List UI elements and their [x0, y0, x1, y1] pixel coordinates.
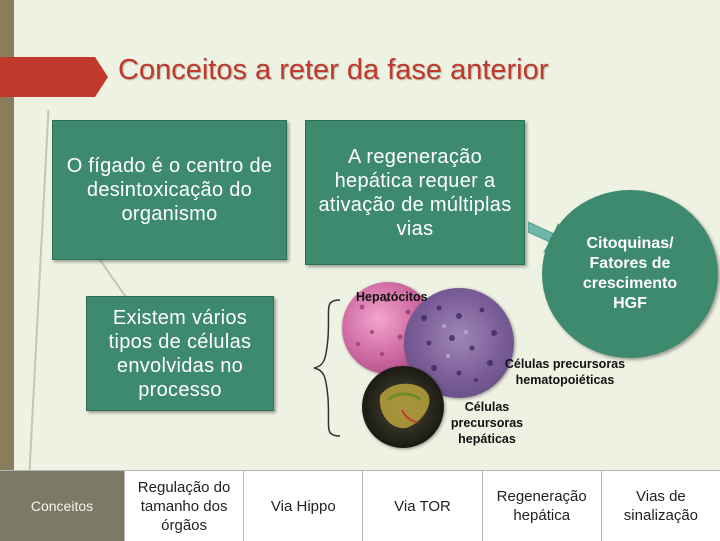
title-arrow-shape	[0, 57, 108, 97]
tab-label: Vias de sinalização	[623, 488, 699, 524]
left-decorative-band	[0, 0, 14, 470]
bottom-navigation: Conceitos Regulação do tamanho dos órgão…	[0, 470, 720, 541]
tab-regeneracao[interactable]: Regeneração hepática	[483, 471, 602, 541]
label-hepatocytes: Hepatócitos	[356, 290, 428, 304]
tab-label: Via Hippo	[270, 497, 336, 515]
tab-label: Via TOR	[394, 497, 451, 515]
label-hepatic-precursors: Células precursoras hepáticas	[450, 400, 524, 446]
label-hematopoietic: Células precursoras hematopoiéticas	[504, 357, 626, 387]
cytokines-circle: Citoquinas/ Fatores de crescimento HGF	[542, 190, 718, 358]
tab-via-hippo[interactable]: Via Hippo	[244, 471, 364, 541]
tab-label: Regeneração hepática	[496, 488, 587, 524]
box-cell-types-text: Existem vários tipos de células envolvid…	[108, 306, 252, 401]
tab-label: Regulação do tamanho dos órgãos	[137, 478, 231, 534]
tab-via-tor[interactable]: Via TOR	[363, 471, 483, 541]
liver-progenitor-image	[362, 366, 444, 448]
decorative-line	[28, 110, 50, 470]
tab-vias-sinalizacao[interactable]: Vias de sinalização	[602, 471, 720, 541]
liver-organ-icon	[379, 383, 430, 429]
box-regeneration: A regeneração hepática requer a ativação…	[305, 120, 525, 265]
tab-conceitos[interactable]: Conceitos	[0, 471, 125, 541]
tab-regulacao[interactable]: Regulação do tamanho dos órgãos	[125, 471, 245, 541]
brace-shape	[313, 299, 341, 437]
box-liver-text: O fígado é o centro de desintoxicação do…	[66, 155, 273, 225]
box-regeneration-text: A regeneração hepática requer a ativação…	[318, 145, 512, 240]
box-cell-types: Existem vários tipos de células envolvid…	[86, 296, 274, 411]
cytokines-text: Citoquinas/ Fatores de crescimento HGF	[582, 235, 678, 312]
cells-pattern-icon	[421, 305, 497, 382]
slide-title: Conceitos a reter da fase anterior	[118, 54, 549, 86]
tab-label: Conceitos	[30, 497, 94, 514]
box-liver-detox: O fígado é o centro de desintoxicação do…	[52, 120, 287, 260]
